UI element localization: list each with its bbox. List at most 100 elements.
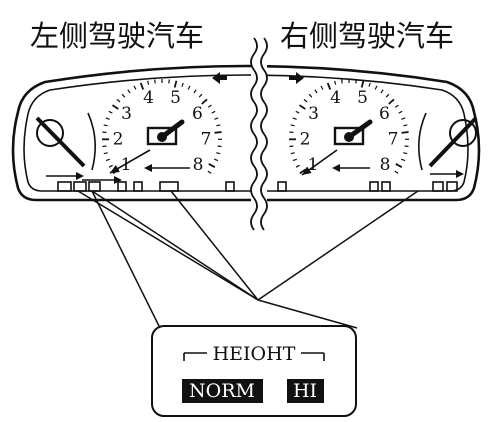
tach-number: 2 (113, 130, 124, 150)
tach-number: 7 (201, 130, 212, 150)
tach-tick (290, 124, 295, 127)
cluster-outline (11, 64, 481, 202)
tach-tick (211, 110, 216, 114)
tach-tick (303, 98, 308, 103)
tach-tick (121, 93, 126, 98)
tach-tick (116, 98, 121, 103)
tach-tick (216, 152, 221, 155)
tach-tick (400, 158, 406, 162)
tach-needle (159, 119, 185, 140)
tach-tick (193, 89, 197, 94)
norm-badge (182, 379, 263, 403)
tach-tick (208, 163, 216, 168)
tach-tick (299, 168, 307, 175)
tach-tick (394, 170, 399, 174)
tach-tick (374, 85, 378, 90)
tach-number: 3 (121, 104, 132, 124)
tach-number: 1 (121, 155, 132, 175)
tach-tick (334, 80, 337, 85)
tach-number: 2 (300, 130, 311, 150)
tach-tick (395, 163, 403, 168)
tach-tick (103, 152, 108, 155)
tach-tick (105, 117, 110, 120)
tach-tick (290, 152, 295, 155)
tach-tick (380, 89, 384, 94)
tach-tick (181, 82, 184, 87)
tach-tick (216, 124, 221, 127)
turn-signal-right-icon (289, 72, 304, 84)
tach-tick (127, 89, 131, 94)
tach-tick (401, 117, 406, 120)
tach-tick (341, 79, 343, 84)
tach-tick (295, 110, 300, 114)
tach-number: 3 (308, 104, 319, 124)
tach-tick (289, 145, 294, 148)
tach-tick (111, 104, 119, 110)
norm-label: NORM (189, 380, 255, 402)
tach-tick (355, 79, 357, 84)
heading-right-drive: 右侧驾驶汽车 (280, 19, 454, 53)
tach-tick (308, 93, 313, 98)
tach-tick (108, 164, 113, 168)
tach-tick (133, 85, 137, 90)
tach-number: 6 (192, 104, 203, 124)
height-switch-panel: HEIOHT NORM HI (151, 325, 357, 417)
tach-pointer-arrowhead (302, 166, 312, 175)
tach-number: 5 (170, 88, 181, 108)
tach-tick (217, 145, 222, 148)
tach-tick (102, 145, 107, 148)
tach-tick (298, 104, 306, 110)
tach-tick (103, 124, 108, 127)
tach-number: 7 (388, 130, 399, 150)
tach-tick (108, 110, 113, 114)
tach-needle (346, 119, 373, 140)
tach-tick (214, 117, 219, 120)
tach-tick (403, 124, 408, 127)
tach-tick (295, 164, 300, 168)
tach-number: 4 (330, 88, 341, 108)
tach-tick (214, 131, 222, 134)
side-gauge-right (418, 112, 478, 171)
tach-tick (314, 89, 318, 94)
tach-tick (368, 82, 371, 87)
tach-tick (385, 93, 390, 98)
tach-tick (154, 79, 156, 84)
tach-tick (401, 131, 409, 134)
switch-panel-title: HEIOHT (213, 343, 296, 365)
tach-number: 5 (357, 88, 368, 108)
tach-tick (198, 93, 203, 98)
tach-tick (292, 158, 298, 162)
tach-tick (388, 98, 395, 105)
tach-tick (207, 104, 212, 108)
tach-tick (394, 104, 399, 108)
tach-tick (168, 79, 170, 84)
tach-tick (173, 80, 178, 88)
tach-tick (213, 158, 219, 162)
side-gauge-left (35, 112, 96, 171)
tach-tick (147, 80, 150, 85)
hi-label: HI (293, 380, 317, 402)
tach-pointer-arrowhead (110, 165, 120, 173)
tach-number: 1 (308, 155, 319, 175)
tach-number: 4 (143, 88, 154, 108)
tach-center-plate (333, 126, 365, 146)
tach-tick (404, 145, 409, 148)
tach-tick (320, 85, 324, 90)
indicator-lamps-right (277, 164, 464, 192)
tach-tick (292, 117, 297, 120)
break-lines (250, 37, 268, 231)
tach-tick (326, 82, 332, 90)
tach-tick (398, 110, 403, 114)
tach-tick (105, 158, 111, 162)
tach-number: 6 (379, 104, 390, 124)
hi-badge (287, 379, 324, 403)
tach-number: 8 (380, 155, 391, 175)
tach-tick (403, 152, 408, 155)
leader-lines (77, 190, 419, 329)
tach-tick (139, 82, 145, 90)
tach-center-plate (146, 126, 178, 146)
tach-tick (187, 85, 191, 90)
